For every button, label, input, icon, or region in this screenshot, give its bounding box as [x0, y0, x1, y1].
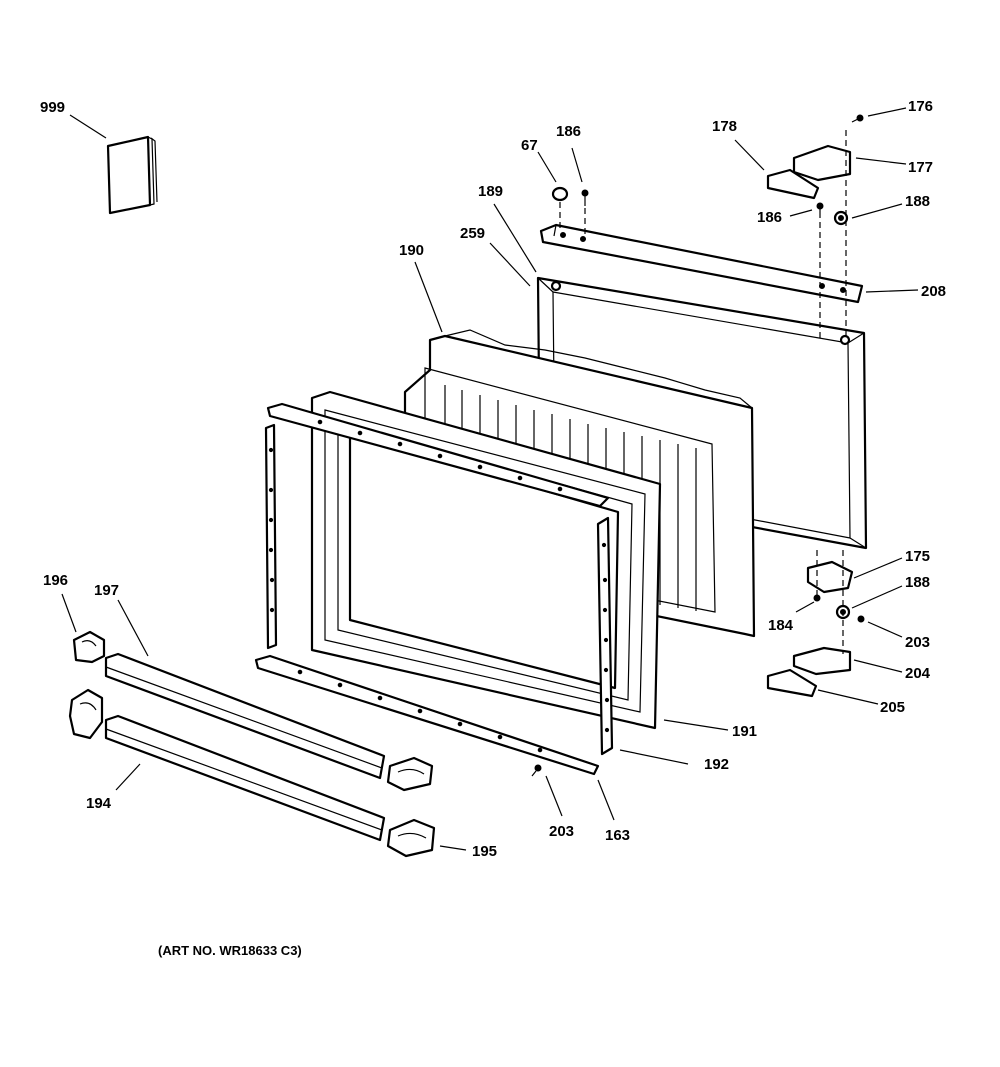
callout-163: 163	[605, 827, 630, 844]
top-hinge-bar	[539, 223, 864, 304]
top-hinge-hardware	[551, 114, 864, 340]
right-side-strip	[596, 516, 614, 756]
callout-194: 194	[86, 795, 112, 812]
callout-204: 204	[905, 665, 931, 682]
door-gasket-frame	[310, 390, 662, 730]
handle-rail-upper	[104, 652, 386, 780]
top-breaker-strip	[266, 402, 610, 508]
callout-184: 184	[768, 617, 794, 634]
handle-end-cap-right-lower	[386, 818, 436, 858]
handle-end-cap-left-upper	[72, 630, 106, 664]
callout-208: 208	[921, 283, 946, 300]
callout-186-top-left: 186	[556, 123, 581, 140]
callout-203-right: 203	[905, 634, 930, 651]
bottom-hinge-hardware	[531, 550, 865, 777]
callout-178: 178	[712, 118, 737, 135]
callout-191: 191	[732, 723, 757, 740]
callout-189: 189	[478, 183, 503, 200]
leader-lines	[61, 107, 919, 851]
callout-196: 196	[43, 572, 68, 589]
handle-end-cap-left-lower	[68, 688, 104, 740]
callout-999: 999	[40, 99, 65, 116]
callout-259: 259	[460, 225, 485, 242]
callout-67: 67	[521, 137, 538, 154]
callout-195: 195	[472, 843, 497, 860]
bottom-breaker-strip	[254, 654, 600, 776]
manual-booklet	[106, 135, 158, 215]
callout-197: 197	[94, 582, 119, 599]
callout-203-bottom: 203	[549, 823, 574, 840]
callout-176: 176	[908, 98, 933, 115]
handle-rail-lower	[104, 714, 386, 842]
callout-177: 177	[908, 159, 933, 176]
callout-205: 205	[880, 699, 905, 716]
callout-190: 190	[399, 242, 424, 259]
callout-175: 175	[905, 548, 930, 565]
callout-188-bottom: 188	[905, 574, 930, 591]
left-side-strip	[264, 423, 278, 650]
callout-192: 192	[704, 756, 729, 773]
callout-186-top-right: 186	[757, 209, 782, 226]
art-number: (ART NO. WR18633 C3)	[158, 943, 302, 958]
handle-end-cap-right-upper	[386, 756, 434, 792]
callout-188-top: 188	[905, 193, 930, 210]
callout-labels: 999 67 186 178 176 177 186 188 189 259 1…	[40, 98, 946, 860]
